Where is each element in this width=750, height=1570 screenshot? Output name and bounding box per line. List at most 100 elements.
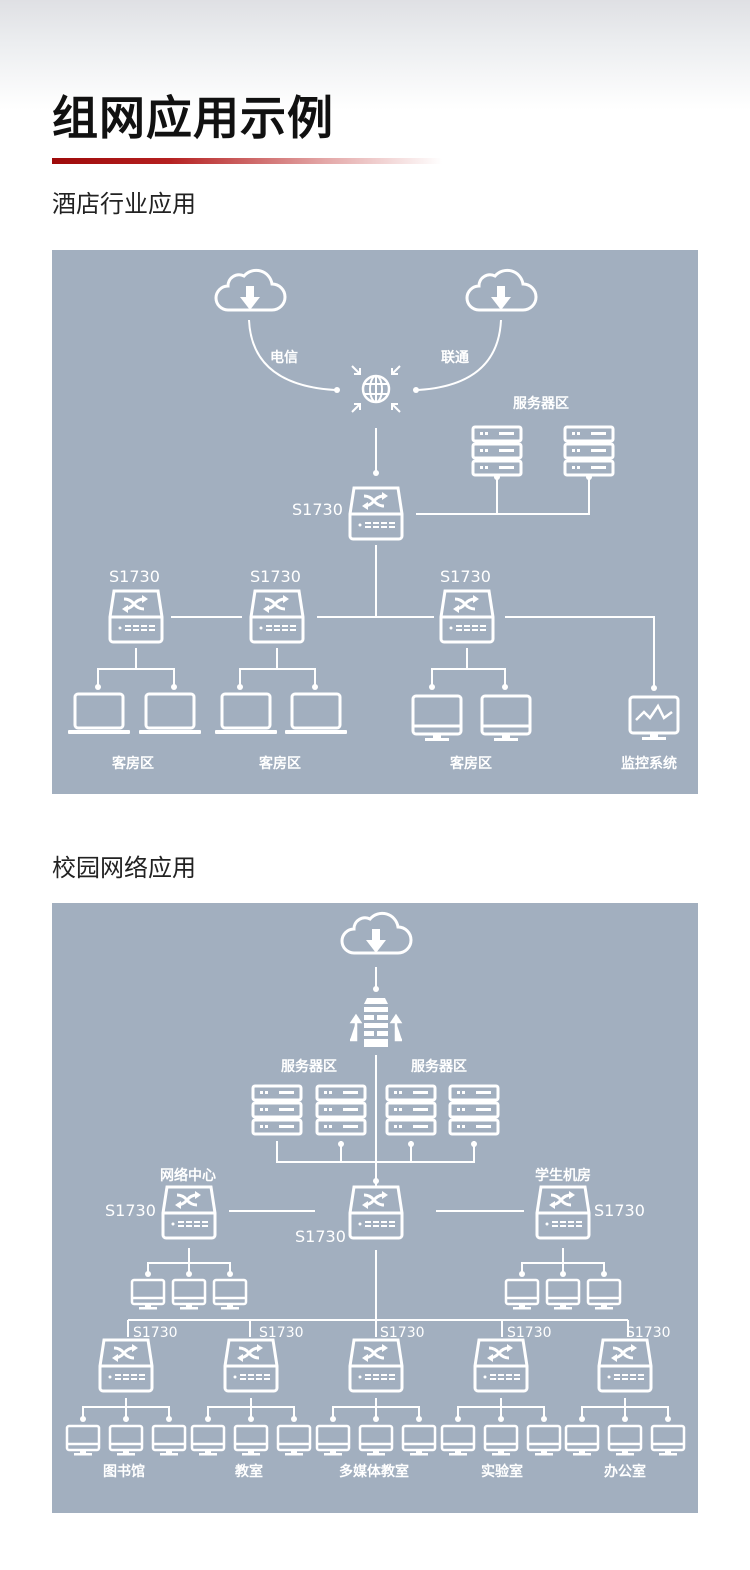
server-icon [315,1084,367,1136]
globe-icon [351,365,401,413]
access-switch-model: S1730 [109,567,160,586]
branch-zone-label: 实验室 [481,1463,523,1480]
link-line [82,1398,170,1418]
core-switch-model: S1730 [295,1227,346,1246]
monitor-icon [586,1278,622,1311]
monitor-icon [130,1278,166,1311]
branch-zone-label: 办公室 [604,1463,646,1480]
access-switch-model: S1730 [440,567,491,586]
monitor-icon [480,694,532,743]
switch-model: S1730 [594,1201,645,1220]
server-icon [563,425,615,477]
access-switch-icon [439,589,495,644]
hotel-diagram: 电信 联通 服务器区 S1730 S1730 S1730 S1730 [52,250,698,794]
branch-switch-icon [348,1338,404,1393]
branch-switch-model: S1730 [133,1325,178,1341]
server-zone-label: 服务器区 [513,395,569,412]
monitor-icon [151,1424,187,1457]
link-dot [330,1416,336,1422]
monitor-icon [650,1424,686,1457]
branch-switch-icon [223,1338,279,1393]
campus-heading: 校园网络应用 [52,854,196,882]
firewall-icon [349,998,403,1047]
monitor-icon [276,1424,312,1457]
zone-label: 客房区 [449,755,492,772]
branch-switch-icon [98,1338,154,1393]
student-lab-label: 学生机房 [535,1167,591,1184]
link-dot [455,1416,461,1422]
cloud-icon-telecom [214,268,287,312]
link-dot [622,1416,628,1422]
cloud-icon-unicom [465,268,538,312]
branch-switch-model: S1730 [507,1325,552,1341]
link-dot [248,1416,254,1422]
branch-switch-model: S1730 [626,1325,671,1341]
monitor-icon [504,1278,540,1311]
link-line [417,319,502,391]
link-dot [416,1416,422,1422]
zone-label: 客房区 [258,755,301,772]
link-dot [498,1416,504,1422]
core-switch-icon [348,1185,404,1240]
monitor-icon [233,1424,269,1457]
monitor-system-label: 监控系统 [621,755,677,772]
server-icon [448,1084,500,1136]
link-line [457,1398,545,1418]
header-background [0,0,750,110]
zone-label: 客房区 [111,755,154,772]
link-line [248,319,336,391]
link-dot [373,1416,379,1422]
monitoring-screen-icon [628,695,680,740]
monitor-icon [212,1278,248,1311]
monitor-icon [545,1278,581,1311]
cloud-icon [340,911,413,955]
link-dot [665,1416,671,1422]
monitor-icon [358,1424,394,1457]
link-line [207,1398,295,1418]
link-dot [123,1416,129,1422]
access-switch-icon [108,589,164,644]
branch-switch-model: S1730 [259,1325,304,1341]
access-switch-icon [249,589,305,644]
link-dot [541,1416,547,1422]
laptop-icon [283,692,349,736]
monitor-icon [440,1424,476,1457]
monitor-icon [108,1424,144,1457]
branch-switch-icon [597,1338,653,1393]
link-line [581,1398,669,1418]
access-switch-model: S1730 [250,567,301,586]
link-dot [205,1416,211,1422]
core-switch-icon [348,486,404,541]
monitor-icon [411,694,463,743]
link-dot [291,1416,297,1422]
server-icon [251,1084,303,1136]
net-center-label: 网络中心 [160,1167,216,1184]
link-dot [80,1416,86,1422]
campus-diagram: 服务器区 服务器区 S1730 网络中心 S1730 学生机房 S1730 S1… [52,903,698,1513]
monitor-icon [607,1424,643,1457]
laptop-icon [137,692,203,736]
switch-model: S1730 [105,1201,156,1220]
monitor-icon [483,1424,519,1457]
monitor-icon [190,1424,226,1457]
core-switch-model: S1730 [292,500,343,519]
server-zone-label-left: 服务器区 [281,1058,337,1075]
monitor-icon [564,1424,600,1457]
branch-switch-icon [473,1338,529,1393]
switch-icon [161,1185,217,1240]
switch-icon [535,1185,591,1240]
monitor-icon [401,1424,437,1457]
page-title: 组网应用示例 [52,91,334,145]
monitor-icon [315,1424,351,1457]
server-zone-label-right: 服务器区 [411,1058,467,1075]
laptop-icon [213,692,279,736]
server-icon [385,1084,437,1136]
laptop-icon [66,692,132,736]
hotel-heading: 酒店行业应用 [52,190,196,218]
link-dot [579,1416,585,1422]
monitor-icon [171,1278,207,1311]
server-icon [471,425,523,477]
branch-switch-model: S1730 [380,1325,425,1341]
branch-zone-label: 多媒体教室 [339,1463,409,1480]
link-line [332,1398,420,1418]
